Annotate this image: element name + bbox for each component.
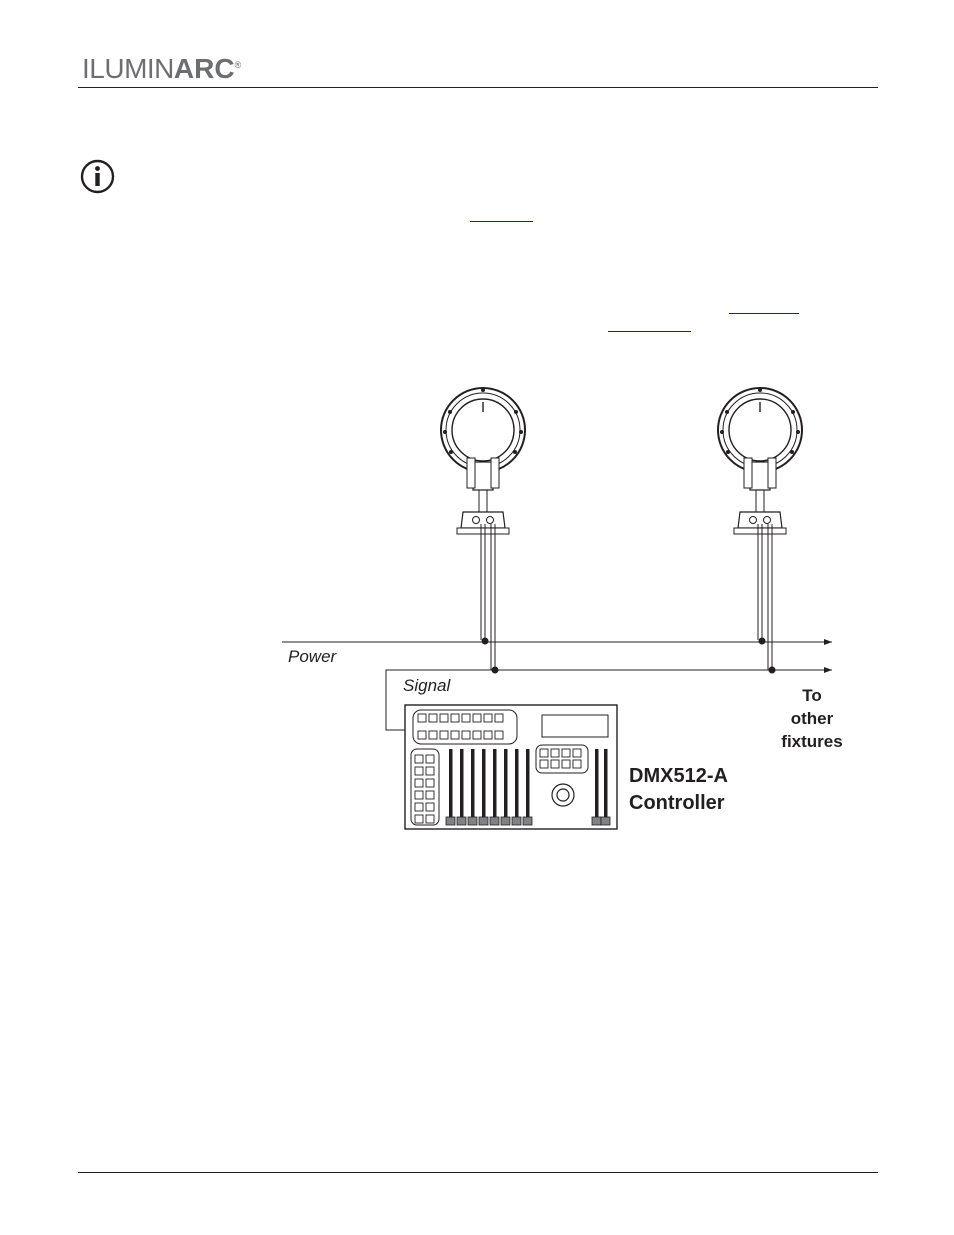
to-other-fixtures-line-2: other bbox=[791, 709, 834, 728]
controller-label-line-1: DMX512-A bbox=[629, 765, 728, 787]
signal-line bbox=[385, 667, 832, 731]
brand-logo-bold: ARC bbox=[173, 53, 235, 84]
brand-logo: ILUMINARC® bbox=[82, 54, 241, 84]
link-underline-2[interactable] bbox=[729, 313, 799, 314]
fixture-1 bbox=[440, 387, 526, 670]
header-divider bbox=[78, 87, 878, 88]
info-icon bbox=[80, 159, 115, 194]
link-underline-1[interactable] bbox=[470, 221, 533, 222]
power-label: Power bbox=[288, 647, 338, 666]
fixture-2 bbox=[717, 387, 803, 670]
signal-label: Signal bbox=[403, 676, 451, 695]
registered-mark: ® bbox=[234, 60, 242, 70]
controller-label-line-2: Controller bbox=[629, 792, 725, 814]
to-other-fixtures-line-3: fixtures bbox=[781, 732, 842, 751]
footer-divider bbox=[78, 1172, 878, 1173]
dmx-controller bbox=[404, 704, 618, 830]
to-other-fixtures-line-1: To bbox=[802, 686, 822, 705]
dmx-wiring-diagram: Power Signal To other fixtures bbox=[282, 387, 843, 830]
link-underline-3[interactable] bbox=[608, 331, 691, 332]
brand-logo-light: ILUMIN bbox=[82, 53, 174, 84]
